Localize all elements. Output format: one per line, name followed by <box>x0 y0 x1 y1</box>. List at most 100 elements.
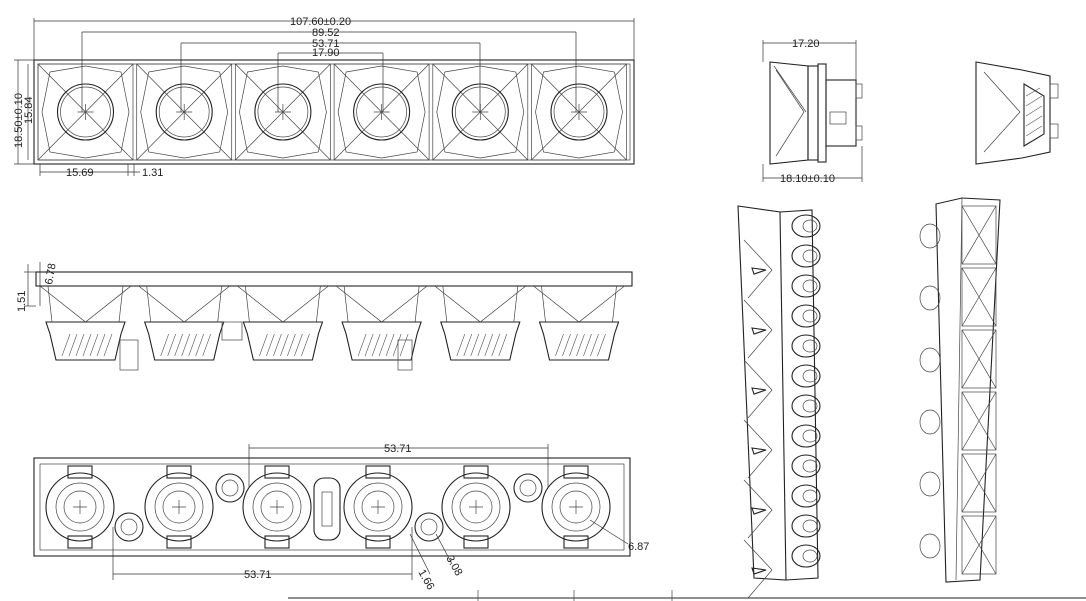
front-view-flange <box>35 271 633 287</box>
front-view: 1.51 6.78 <box>16 262 633 371</box>
section-hatch <box>287 333 296 357</box>
iso-lens-boss <box>791 274 821 298</box>
bottom-view-cells <box>45 465 611 549</box>
iso-facet <box>743 299 773 359</box>
front-view-cells <box>39 285 625 371</box>
lens-ring <box>252 482 302 532</box>
dim-height-inner: 15.84 <box>23 96 35 124</box>
iso-left-body <box>737 205 787 581</box>
mounting-pin <box>397 339 413 371</box>
section-hatch <box>96 333 106 357</box>
lens-aperture <box>550 83 608 141</box>
lens-core <box>361 490 395 524</box>
section-hatch <box>576 333 585 357</box>
side-view: 17.20 18.10±0.10 <box>762 38 863 185</box>
reflector-cell <box>235 63 331 161</box>
iso-lens-boss <box>919 471 941 497</box>
top-view-outline <box>33 59 635 165</box>
dim-bottom-pitch-bottom: 53.71 <box>244 569 272 581</box>
clip-tab <box>365 535 391 549</box>
section-hatch <box>477 333 487 357</box>
top-view-dimensions: 107.60±0.20 89.52 53.71 17.90 18.50±0.10… <box>13 16 635 179</box>
top-view <box>33 59 635 165</box>
iso-lens-boss <box>791 304 821 328</box>
iso-lens-core <box>802 429 818 443</box>
center-mark <box>176 104 193 120</box>
iso-facet <box>743 419 773 479</box>
reflector-facet-outline <box>436 65 525 159</box>
reflector-facet-outline <box>239 65 327 159</box>
dim-bottom-pitch-top: 53.71 <box>384 443 412 455</box>
dim-side-width: 18.10±0.10 <box>780 173 835 185</box>
lens-aperture-inner <box>356 86 407 138</box>
dim-side-depth: 17.20 <box>792 38 820 50</box>
iso-cell-diagonals <box>961 453 997 513</box>
iso-lens-core <box>802 399 818 413</box>
section-hatch <box>385 333 395 357</box>
section-hatch <box>562 333 571 357</box>
reflector-facet-outline <box>140 65 229 159</box>
reflector-cell <box>37 63 134 161</box>
iso-lens-boss <box>791 394 821 418</box>
reflector-profile <box>533 285 625 323</box>
dim-flange-offset: 6.78 <box>43 262 59 285</box>
iso-facet <box>743 479 773 539</box>
iso-facet-tip <box>751 447 767 455</box>
iso-reflector-cell <box>961 391 997 451</box>
lens-ring <box>55 482 105 532</box>
center-mark <box>571 104 587 120</box>
lens-boss <box>441 472 511 542</box>
center-slot <box>313 477 341 541</box>
section-view-outline <box>975 61 1051 165</box>
bottom-view-inner-outline <box>39 463 625 551</box>
reflector-wall <box>245 285 321 323</box>
reflector-facet-outline <box>337 65 426 159</box>
lens-holder-profile <box>143 321 225 361</box>
section-lens <box>1023 83 1045 147</box>
iso-lens-core <box>802 249 818 263</box>
lens-holder-profile <box>242 321 324 361</box>
section-hatch <box>470 333 480 357</box>
lens-boss <box>144 472 214 542</box>
clip-tab <box>463 465 489 479</box>
section-hatch <box>188 333 197 357</box>
side-view-reflector <box>769 61 809 165</box>
pin-large <box>513 473 543 503</box>
pin-large <box>114 512 144 542</box>
lens-aperture <box>56 83 115 141</box>
iso-right-body <box>935 197 1001 583</box>
section-hatch <box>195 333 204 357</box>
section-hatch <box>463 333 473 357</box>
dim-cell-width: 15.69 <box>66 167 94 179</box>
lens-aperture-inner <box>257 86 309 138</box>
lens-aperture <box>254 83 312 141</box>
dim-inner-pitch: 17.90 <box>312 47 340 59</box>
section-hatch <box>484 333 494 357</box>
mounting-boss <box>221 321 243 341</box>
bottom-view <box>33 457 631 557</box>
section-hatch <box>491 333 501 357</box>
dim-height-outer: 18.50±0.10 <box>13 93 25 148</box>
section-hatch <box>103 333 113 357</box>
iso-view-left <box>737 205 821 599</box>
section-hatch <box>364 333 374 357</box>
section-view <box>975 61 1059 165</box>
center-mark <box>371 500 385 514</box>
clip-tab <box>563 535 589 549</box>
reflector-facet-outline <box>41 65 130 159</box>
lens-core <box>162 490 196 524</box>
iso-lens-boss <box>791 544 821 568</box>
reflector-cell <box>531 63 627 161</box>
mounting-pin <box>119 339 139 371</box>
lens-aperture-inner <box>60 86 111 138</box>
reflector-wall <box>442 285 519 323</box>
reflector-wall <box>47 285 124 323</box>
lens-holder-profile <box>440 321 521 361</box>
section-hatch <box>167 333 176 357</box>
reflector-cell <box>136 63 233 161</box>
clip-tab <box>166 535 192 549</box>
section-hatch <box>75 333 85 357</box>
dim-overall-length: 107.60±0.20 <box>290 16 351 28</box>
iso-lens-core <box>802 279 818 293</box>
